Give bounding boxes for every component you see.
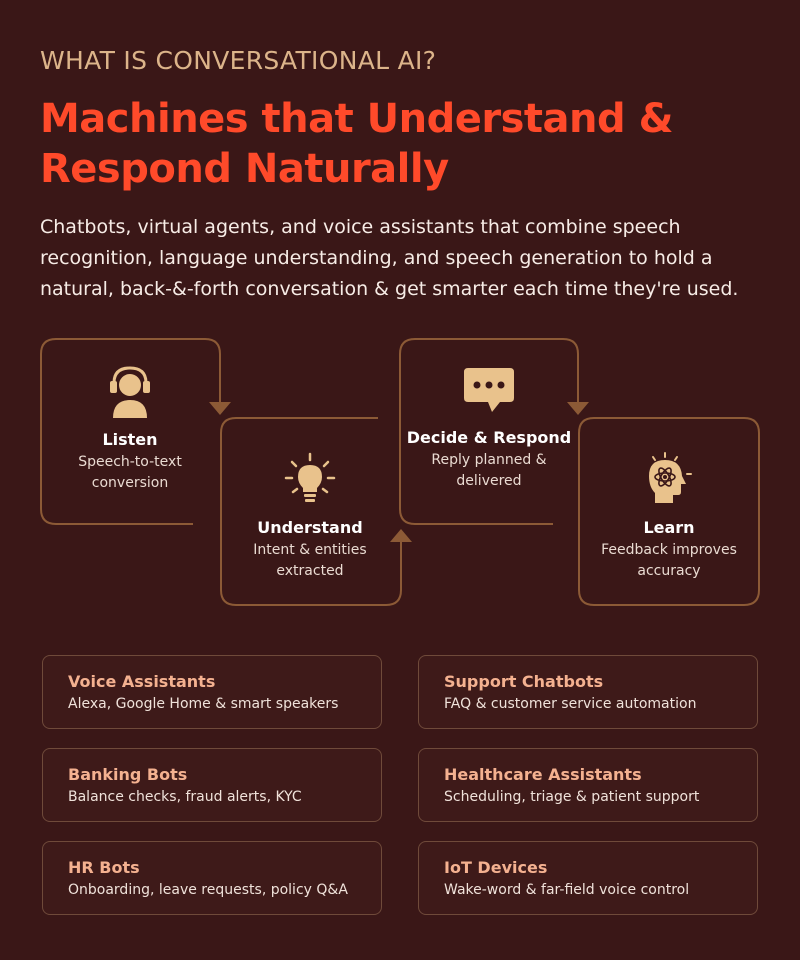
use-case-card-support-chatbots: Support Chatbots FAQ & customer service … <box>418 655 758 729</box>
step-title: Decide & Respond <box>406 428 572 447</box>
step-learn: Learn Feedback improves accuracy <box>579 452 759 582</box>
card-title: Voice Assistants <box>68 672 216 691</box>
learn-box-outline <box>578 417 760 606</box>
step-description-line: Feedback improves <box>601 542 737 558</box>
step-decide-respond: Decide & Respond Reply planned & deliver… <box>399 366 579 492</box>
step-description-line: extracted <box>276 563 344 579</box>
step-description-line: Speech-to-text <box>78 454 182 470</box>
step-description: Feedback improves accuracy <box>579 540 759 582</box>
headset-user-icon <box>110 366 150 418</box>
use-case-card-iot-devices: IoT Devices Wake-word & far-field voice … <box>418 841 758 915</box>
arrow-down-1 <box>209 402 231 415</box>
step-description: Intent & entities extracted <box>220 540 400 582</box>
step-description: Speech-to-text conversion <box>40 452 220 494</box>
card-title: Banking Bots <box>68 765 188 784</box>
card-description: Scheduling, triage & patient support <box>444 789 700 805</box>
decide-box-outline <box>399 338 579 525</box>
chat-bubble-icon <box>464 368 514 412</box>
use-case-card-hr-bots: HR Bots Onboarding, leave requests, poli… <box>42 841 382 915</box>
step-description-line: Intent & entities <box>253 542 367 558</box>
step-description-line: accuracy <box>637 563 701 579</box>
arrow-down-3 <box>567 402 589 415</box>
lightbulb-icon <box>284 452 336 502</box>
card-title: Healthcare Assistants <box>444 765 642 784</box>
arrow-up-2 <box>390 529 412 542</box>
card-description: Alexa, Google Home & smart speakers <box>68 696 339 712</box>
intro-paragraph: Chatbots, virtual agents, and voice assi… <box>40 216 739 300</box>
step-description-line: delivered <box>456 473 522 489</box>
headline-line-1: Machines that Understand & <box>40 96 673 142</box>
card-description: Balance checks, fraud alerts, KYC <box>68 789 302 805</box>
step-listen: Listen Speech-to-text conversion <box>40 364 220 494</box>
headline: Machines that Understand & Respond Natur… <box>40 94 780 194</box>
step-description-line: Reply planned & <box>431 452 547 468</box>
eyebrow-title: WHAT IS CONVERSATIONAL AI? <box>40 46 437 75</box>
card-description: Onboarding, leave requests, policy Q&A <box>68 882 348 898</box>
understand-box-outline <box>220 417 402 606</box>
card-description: Wake-word & far-field voice control <box>444 882 690 898</box>
step-description: Reply planned & delivered <box>399 450 579 492</box>
card-title: IoT Devices <box>444 858 548 877</box>
card-title: HR Bots <box>68 858 140 877</box>
step-title: Understand <box>257 518 363 537</box>
card-title: Support Chatbots <box>444 672 604 691</box>
brain-head-icon <box>649 452 692 503</box>
use-case-card-healthcare-assistants: Healthcare Assistants Scheduling, triage… <box>418 748 758 822</box>
step-description-line: conversion <box>91 475 169 491</box>
step-understand: Understand Intent & entities extracted <box>220 452 400 582</box>
listen-box-outline <box>40 338 221 525</box>
card-description: FAQ & customer service automation <box>444 696 697 712</box>
step-title: Listen <box>102 430 158 449</box>
step-title: Learn <box>643 518 695 537</box>
headline-line-2: Respond Naturally <box>40 146 449 192</box>
use-case-card-voice-assistants: Voice Assistants Alexa, Google Home & sm… <box>42 655 382 729</box>
use-case-card-banking-bots: Banking Bots Balance checks, fraud alert… <box>42 748 382 822</box>
